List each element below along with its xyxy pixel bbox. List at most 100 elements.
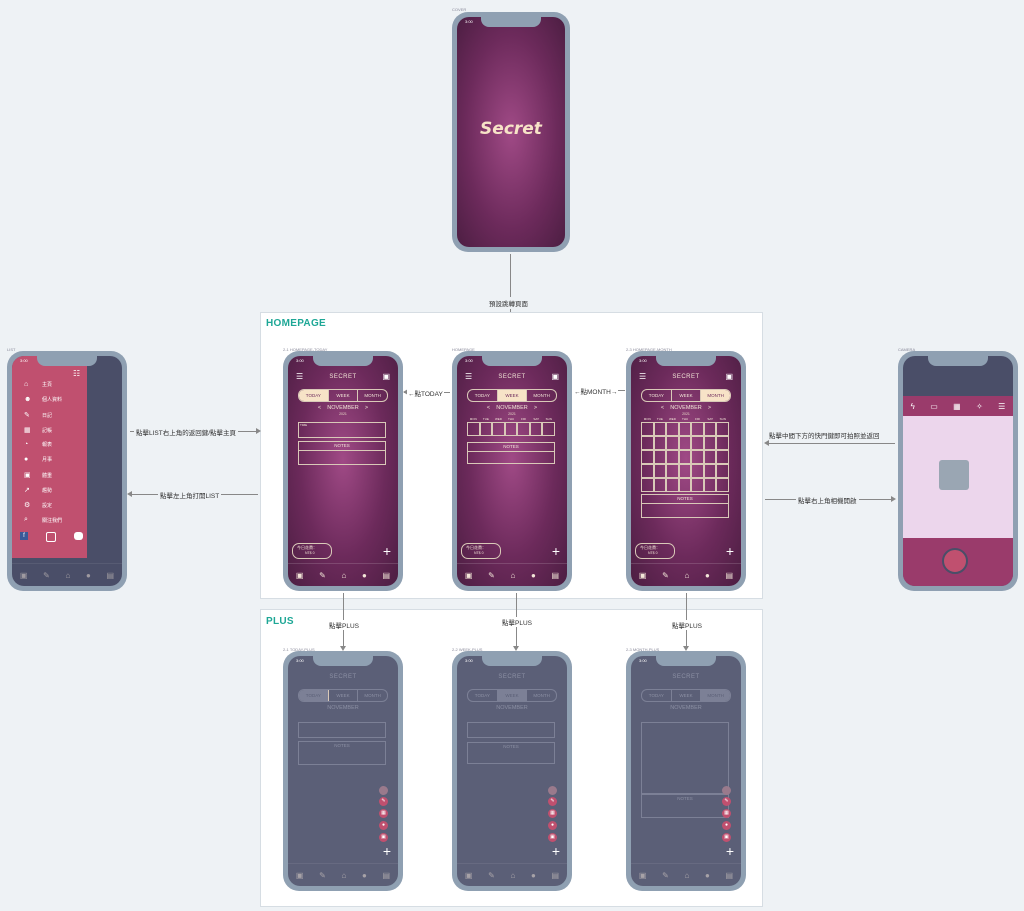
drop-icon[interactable]: ● [531, 570, 536, 580]
shutter-button[interactable] [942, 548, 968, 574]
tab-month[interactable]: MONTH [533, 393, 550, 398]
pencil-icon[interactable]: ✎ [662, 570, 669, 580]
plus-button[interactable]: + [725, 543, 734, 559]
next-month-button[interactable]: > [707, 405, 712, 411]
calendar-cell[interactable] [641, 422, 654, 436]
menu-item-weight[interactable]: ▣體重 [24, 471, 52, 479]
menu-item-period[interactable]: ●月事 [24, 456, 52, 463]
calendar-cell[interactable] [691, 450, 704, 464]
calendar-cell[interactable] [678, 464, 692, 478]
notes-box[interactable]: NOTES [467, 442, 555, 464]
week-grid[interactable] [467, 422, 555, 436]
fab-photo-icon[interactable]: ▣ [722, 833, 731, 842]
photo-icon[interactable]: ▣ [464, 570, 473, 580]
menu-item-follow[interactable]: ⌕關注我們 [24, 516, 62, 524]
calendar-cell[interactable] [703, 422, 717, 436]
prev-month-button[interactable]: < [317, 405, 322, 411]
calendar-cell[interactable] [666, 436, 679, 450]
calendar-cell[interactable] [641, 436, 654, 450]
calendar-cell[interactable] [716, 464, 729, 478]
menu-back-icon[interactable]: ☷ [73, 369, 81, 378]
calendar-cell[interactable] [691, 422, 704, 436]
flash-icon[interactable]: ϟ [910, 401, 915, 411]
calendar-cell[interactable] [703, 464, 717, 478]
plus-button[interactable]: + [382, 543, 391, 559]
calendar-cell[interactable] [641, 450, 654, 464]
facebook-icon[interactable]: f [20, 532, 28, 540]
calendar-cell[interactable] [467, 422, 480, 436]
fab-drop-icon[interactable]: ● [722, 821, 731, 830]
list-menu-icon[interactable]: ☰ [639, 372, 647, 381]
calendar-cell[interactable] [479, 422, 493, 436]
calendar-cell[interactable] [678, 436, 692, 450]
tab-month[interactable]: MONTH [364, 393, 381, 398]
fab-pencil-icon[interactable]: ✎ [722, 797, 731, 806]
line-icon[interactable] [74, 532, 83, 540]
notes-box[interactable]: NOTES [298, 441, 386, 465]
drop-icon[interactable]: ● [705, 570, 710, 580]
home-icon[interactable]: ⌂ [510, 570, 516, 580]
daily-spend-badge[interactable]: 今日花費： NT$ 0 [635, 543, 675, 559]
menu-item-report[interactable]: ◔報表 [24, 441, 52, 448]
fab-drop-icon[interactable]: ● [379, 821, 388, 830]
list-icon[interactable]: ▤ [382, 570, 391, 580]
grid-icon[interactable]: ▦ [953, 401, 961, 411]
calendar-cell[interactable] [691, 464, 704, 478]
tab-week[interactable]: WEEK [497, 390, 528, 401]
calendar-cell[interactable] [666, 464, 679, 478]
list-menu-icon[interactable]: ☰ [465, 372, 473, 381]
tab-week[interactable]: WEEK [672, 690, 702, 701]
calendar-cell[interactable] [504, 422, 518, 436]
prev-month-button[interactable]: < [486, 405, 491, 411]
camera-icon[interactable]: ▣ [725, 372, 733, 381]
fab-grid-icon[interactable]: ▦ [548, 809, 557, 818]
calendar-cell[interactable] [716, 436, 729, 450]
tab-week[interactable]: WEEK [329, 690, 359, 701]
calendar-cell[interactable] [691, 478, 704, 492]
calendar-cell[interactable] [666, 478, 679, 492]
fab-photo-icon[interactable]: ▣ [379, 833, 388, 842]
tab-today[interactable]: TODAY [299, 390, 329, 401]
menu-icon[interactable]: ☰ [998, 401, 1006, 411]
menu-item-settings[interactable]: ⚙設定 [24, 501, 52, 509]
plus-button[interactable]: + [725, 843, 734, 859]
tab-week[interactable]: WEEK [329, 390, 359, 401]
calendar-cell[interactable] [529, 422, 543, 436]
calendar-cell[interactable] [666, 422, 679, 436]
calendar-cell[interactable] [653, 478, 667, 492]
tab-today[interactable]: TODAY [642, 390, 672, 401]
menu-item-home[interactable]: ⌂主頁 [24, 381, 52, 388]
month-grid[interactable] [641, 422, 729, 492]
tab-today[interactable]: TODAY [299, 690, 329, 701]
calendar-cell[interactable] [678, 422, 692, 436]
tab-month[interactable]: MONTH [701, 690, 730, 701]
tab-month[interactable]: MONTH [701, 390, 730, 401]
instagram-icon[interactable] [46, 532, 56, 542]
calendar-cell[interactable] [716, 478, 729, 492]
camera-icon[interactable]: ▣ [382, 372, 390, 381]
home-icon[interactable]: ⌂ [65, 570, 71, 580]
calendar-cell[interactable] [678, 450, 692, 464]
plus-button[interactable]: + [382, 843, 391, 859]
drop-icon[interactable]: ● [362, 570, 367, 580]
gallery-icon[interactable]: ▭ [930, 401, 938, 411]
fab-drop-icon[interactable]: ● [548, 821, 557, 830]
fab-top[interactable] [722, 786, 731, 795]
camera-icon[interactable]: ▣ [551, 372, 559, 381]
next-month-button[interactable]: > [533, 405, 538, 411]
tab-week[interactable]: WEEK [672, 390, 702, 401]
today-box[interactable]: TIME [298, 422, 386, 438]
tab-today[interactable]: TODAY [468, 390, 498, 401]
daily-spend-badge[interactable]: 今日花費： NT$ 0 [461, 543, 501, 559]
fab-pencil-icon[interactable]: ✎ [548, 797, 557, 806]
tab-week[interactable]: WEEK [497, 690, 528, 701]
fab-top[interactable] [379, 786, 388, 795]
plus-button[interactable]: + [551, 543, 560, 559]
calendar-cell[interactable] [678, 478, 692, 492]
calendar-cell[interactable] [653, 450, 667, 464]
calendar-cell[interactable] [641, 464, 654, 478]
pencil-icon[interactable]: ✎ [488, 570, 495, 580]
fab-photo-icon[interactable]: ▣ [548, 833, 557, 842]
menu-item-diary[interactable]: ✎日記 [24, 411, 52, 419]
menu-item-accounting[interactable]: ▦記帳 [24, 426, 52, 434]
